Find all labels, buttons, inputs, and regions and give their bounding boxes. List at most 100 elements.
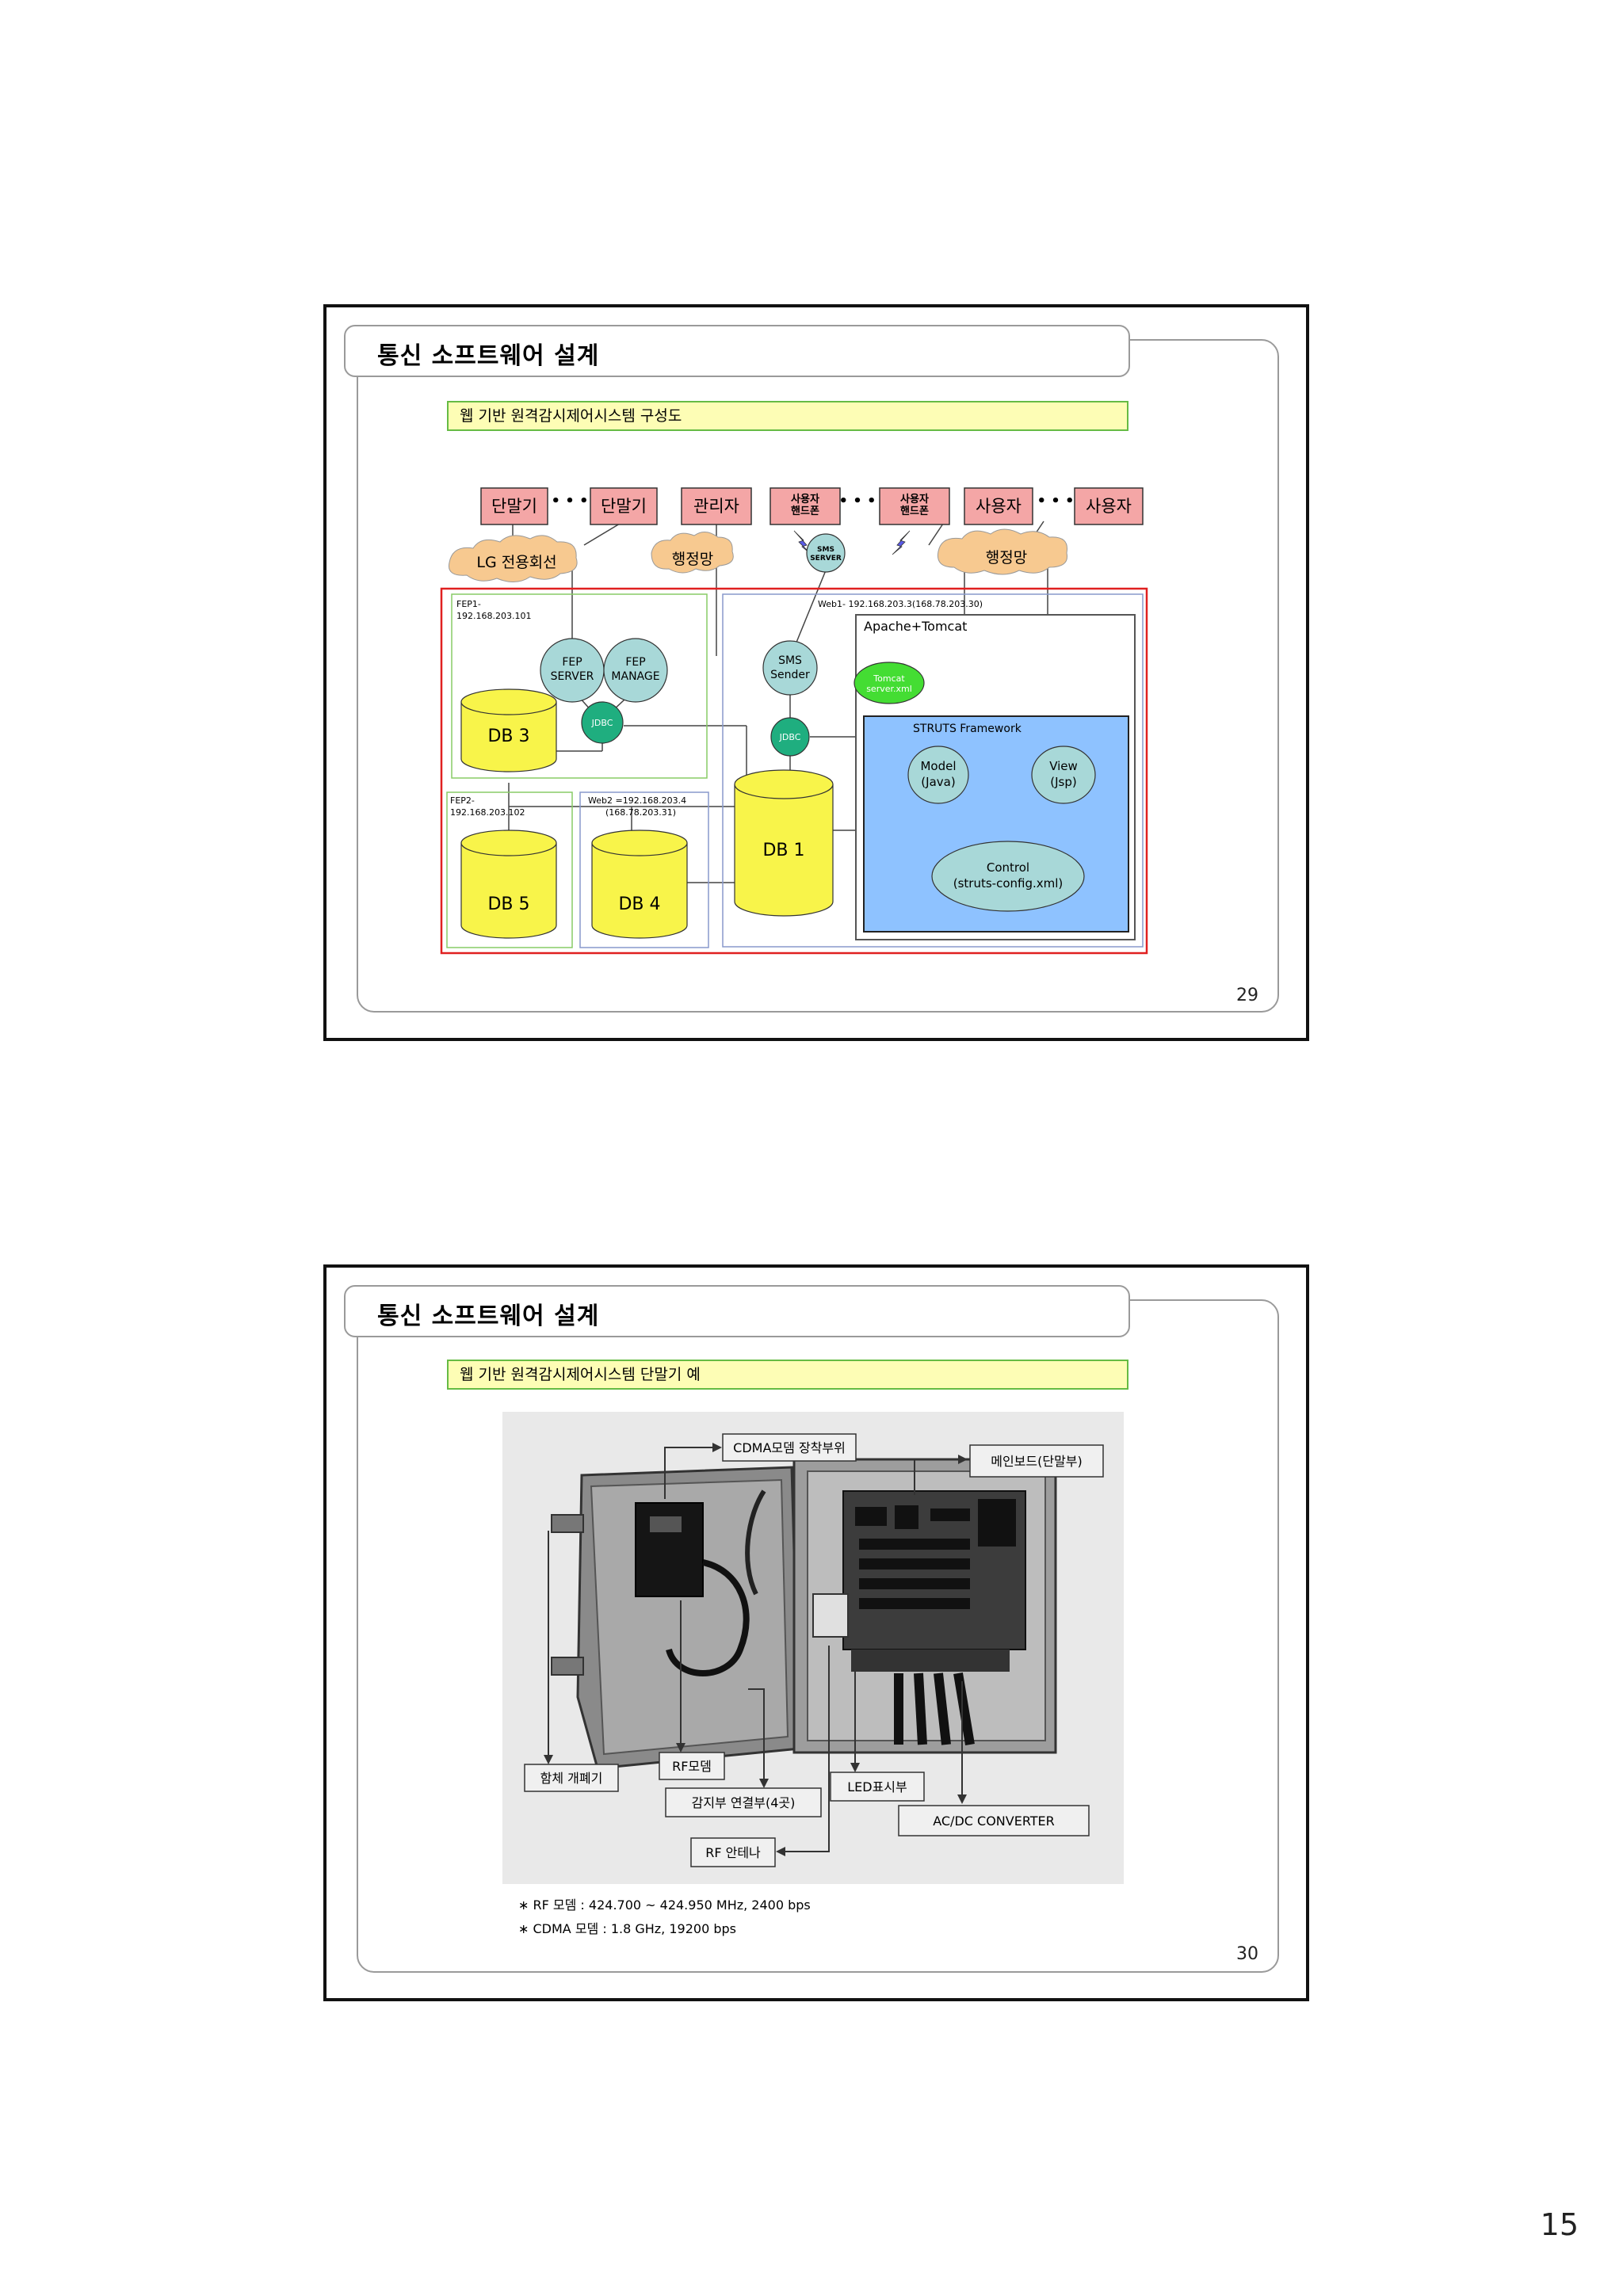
ellipsis-3: • • •	[1037, 493, 1074, 509]
photo-label-rf-antenna: RF 안테나	[690, 1837, 776, 1867]
terminal-node-1-label: 단말기	[491, 497, 537, 516]
spec-note-rf: ∗ RF 모뎀 : 424.700 ~ 424.950 MHz, 2400 bp…	[518, 1897, 811, 1913]
web2-label: Web2 =192.168.203.4(168.78.203.31)	[588, 795, 686, 818]
model-node	[907, 746, 969, 804]
fep-manage-node	[603, 638, 668, 703]
db1-cylinder: DB 1	[734, 769, 834, 917]
fep1-label: FEP1-192.168.203.101	[456, 599, 531, 621]
svg-text:RF모뎀: RF모뎀	[672, 1759, 712, 1774]
system-boundary	[440, 587, 1148, 955]
user-node-2-label: 사용자	[1086, 497, 1132, 516]
tomcat-config-node	[854, 662, 925, 704]
model-label: Model(Java)	[920, 759, 956, 789]
slide-title: 통신 소프트웨어 설계	[377, 342, 600, 370]
slide-title-tab: 통신 소프트웨어 설계	[344, 1285, 1130, 1337]
terminal-node-2-label: 단말기	[601, 497, 647, 516]
output-cables	[894, 1672, 975, 1745]
slide-29: 통신 소프트웨어 설계 웹 기반 원격감시제어시스템 구성도	[323, 304, 1309, 1041]
diagram-caption: 웹 기반 원격감시제어시스템 구성도	[447, 401, 1128, 431]
sms-sender-node	[762, 640, 818, 696]
db3-label: DB 3	[487, 727, 529, 746]
cloud-lg-line: LG 전용회선	[448, 535, 578, 582]
jdbc-node-1	[581, 701, 624, 744]
cable	[745, 1489, 766, 1596]
user-node-1	[964, 487, 1033, 525]
svg-text:LED표시부: LED표시부	[847, 1779, 907, 1794]
user-phone-node-2	[879, 487, 950, 525]
db4-label: DB 4	[618, 894, 660, 914]
jdbc-node-1-label: JDBC	[591, 718, 613, 728]
fep2-label: FEP2-192.168.203.102	[450, 795, 525, 818]
sheet-page-number: 15	[1540, 2207, 1579, 2242]
slide-page-number: 30	[1236, 1944, 1258, 1964]
rf-modem-device	[812, 1593, 849, 1638]
apache-tomcat-label: Apache+Tomcat	[864, 619, 967, 634]
door-latch	[551, 1657, 584, 1676]
web1-label: Web1- 192.168.203.3(168.78.203.30)	[818, 599, 983, 609]
db5-cylinder: DB 5	[460, 830, 557, 939]
cloud-admin-net-2-label: 행정망	[986, 549, 1027, 566]
sms-server-node	[806, 533, 846, 573]
view-node	[1031, 746, 1096, 804]
photo-label-cdma-mount: CDMA모뎀 장착부위	[722, 1433, 857, 1462]
photo-label-led: LED표시부	[830, 1772, 925, 1802]
user-node-1-label: 사용자	[976, 497, 1022, 516]
user-node-2	[1074, 487, 1144, 525]
user-phone-node-1	[769, 487, 841, 525]
db5-label: DB 5	[487, 894, 529, 914]
photo-label-sensor-conn: 감지부 연결부(4곳)	[665, 1787, 822, 1817]
spec-note-cdma: ∗ CDMA 모뎀 : 1.8 GHz, 19200 bps	[518, 1921, 736, 1936]
photo-label-rf-modem: RF모뎀	[659, 1752, 725, 1780]
admin-node-label: 관리자	[693, 497, 739, 516]
ellipsis-1: • • •	[551, 493, 588, 509]
callout-arrows	[548, 1447, 963, 1852]
control-node	[931, 841, 1085, 912]
cloud-admin-net-1-label: 행정망	[672, 551, 713, 568]
terminal-block	[851, 1650, 1010, 1672]
cloud-admin-net-1: 행정망	[651, 532, 734, 574]
photo-label-mainboard: 메인보드(단말부)	[969, 1444, 1104, 1478]
terminal-photo: CDMA모뎀 장착부위 메인보드(단말부) 함체 개폐기 RF모뎀 감지부 연결…	[502, 1412, 1124, 1884]
db3-cylinder: DB 3	[460, 688, 557, 772]
door-latch	[551, 1514, 584, 1533]
ellipsis-2: • • •	[838, 493, 876, 509]
fep2-box	[446, 791, 573, 948]
cable	[666, 1559, 750, 1676]
control-label: Control(struts-config.xml)	[953, 860, 1064, 891]
svg-text:CDMA모뎀 장착부위: CDMA모뎀 장착부위	[733, 1440, 846, 1455]
arrow-heads	[544, 1443, 968, 1856]
cloud-admin-net-2: 행정망	[937, 528, 1068, 575]
jdbc-node-2-label: JDBC	[779, 732, 801, 742]
svg-text:감지부 연결부(4곳): 감지부 연결부(4곳)	[692, 1795, 796, 1810]
jdbc-node-2	[770, 717, 810, 757]
spec-notes: ∗ RF 모뎀 : 424.700 ~ 424.950 MHz, 2400 bp…	[518, 1894, 811, 1941]
struts-framework-label: STRUTS Framework	[913, 723, 1022, 735]
view-label: View(Jsp)	[1049, 759, 1078, 789]
cloud-lg-line-label: LG 전용회선	[476, 554, 556, 571]
photo-caption: 웹 기반 원격감시제어시스템 단말기 예	[447, 1360, 1128, 1390]
lightning-icon	[892, 530, 911, 555]
slide-title: 통신 소프트웨어 설계	[377, 1302, 600, 1330]
db1-label: DB 1	[762, 841, 804, 860]
slide-title-tab: 통신 소프트웨어 설계	[344, 325, 1130, 377]
svg-text:AC/DC CONVERTER: AC/DC CONVERTER	[933, 1814, 1055, 1829]
fep1-box	[451, 593, 708, 779]
db4-cylinder: DB 4	[591, 830, 688, 939]
web1-box	[722, 593, 1144, 948]
terminal-node-2	[590, 487, 658, 525]
photo-label-acdc: AC/DC CONVERTER	[898, 1805, 1090, 1836]
svg-text:함체 개폐기: 함체 개폐기	[540, 1771, 603, 1786]
admin-node	[681, 487, 752, 525]
terminal-node-1	[480, 487, 548, 525]
photo-label-enclosure: 함체 개폐기	[524, 1764, 619, 1792]
slide-30: 통신 소프트웨어 설계 웹 기반 원격감시제어시스템 단말기 예	[323, 1264, 1309, 2001]
